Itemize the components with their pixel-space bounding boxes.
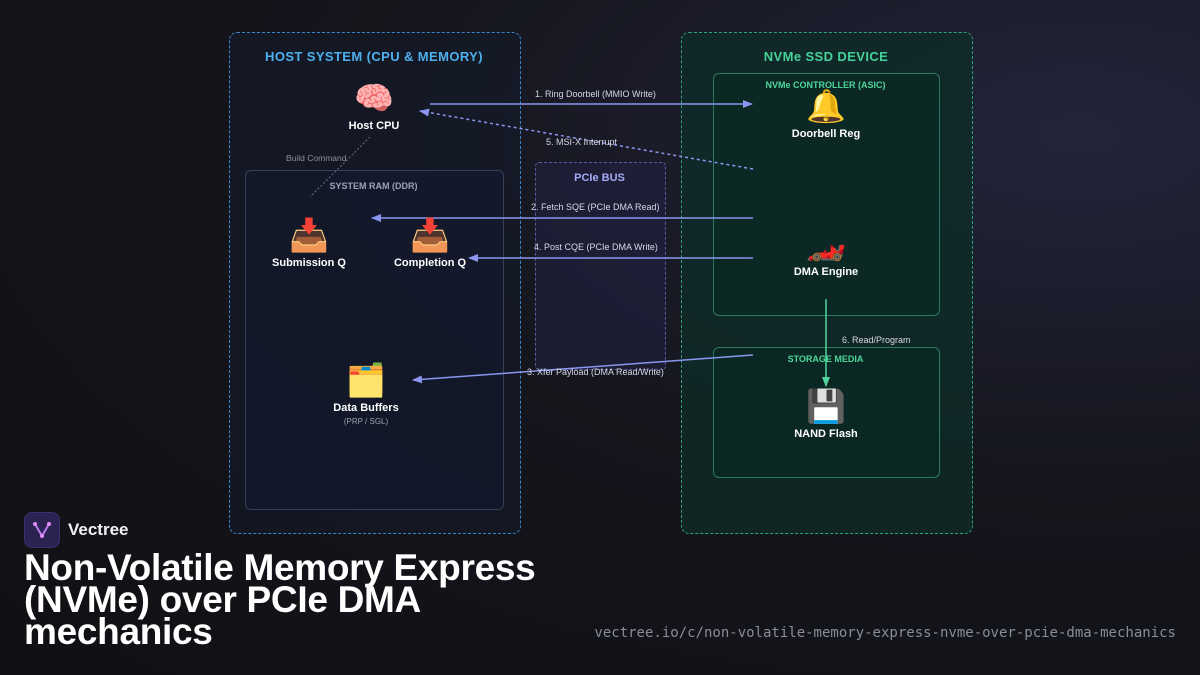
node-nand-flash: 💾 NAND Flash <box>761 388 891 440</box>
inbox-up-icon: 📥 <box>410 217 450 253</box>
brand: Vectree <box>24 512 129 548</box>
node-submission-queue: 📥 Submission Q <box>244 217 374 269</box>
edge-build-command <box>309 136 371 198</box>
pcie-bus-title: PCIe BUS <box>574 172 625 184</box>
bell-icon: 🔔 <box>806 88 846 124</box>
nand-flash-label: NAND Flash <box>794 428 858 440</box>
edge-label-ring-doorbell: 1. Ring Doorbell (MMIO Write) <box>535 89 656 99</box>
edge-label-read-program: 6. Read/Program <box>842 335 911 345</box>
floppy-disk-icon: 💾 <box>806 388 846 424</box>
page-title: Non-Volatile Memory Express (NVMe) over … <box>24 547 536 652</box>
vectree-logo-icon <box>24 512 60 548</box>
data-buffers-label: Data Buffers <box>333 402 399 414</box>
nvme-ssd-title: NVMe SSD DEVICE <box>763 49 889 64</box>
completion-q-label: Completion Q <box>393 257 467 269</box>
edge-label-fetch-sqe: 2. Fetch SQE (PCIe DMA Read) <box>531 202 660 212</box>
system-ram-box <box>245 170 504 510</box>
edge-label-post-cqe: 4. Post CQE (PCIe DMA Write) <box>534 242 658 252</box>
submission-q-label: Submission Q <box>272 257 346 269</box>
inbox-down-icon: 📥 <box>289 217 329 253</box>
node-completion-queue: 📥 Completion Q <box>365 217 495 269</box>
host-system-title: HOST SYSTEM (CPU & MEMORY) <box>265 49 483 64</box>
nvme-controller-title: NVMe CONTROLLER (ASIC) <box>765 80 886 90</box>
nvme-controller-box <box>713 73 940 316</box>
node-data-buffers: 🗂️ Data Buffers (PRP / SGL) <box>301 362 431 426</box>
edge-msix-interrupt <box>419 108 754 170</box>
pcie-bus-box <box>535 162 666 370</box>
node-dma-engine: 🏎️ DMA Engine <box>761 226 891 278</box>
race-car-icon: 🏎️ <box>806 226 846 262</box>
build-command-note: Build Command <box>286 153 347 163</box>
node-host-cpu: 🧠 Host CPU <box>309 80 439 132</box>
doorbell-reg-label: Doorbell Reg <box>791 128 861 140</box>
dma-engine-label: DMA Engine <box>793 266 859 278</box>
page-url[interactable]: vectree.io/c/non-volatile-memory-express… <box>594 625 1176 641</box>
folder-icon: 🗂️ <box>346 362 386 398</box>
host-cpu-label: Host CPU <box>348 120 400 132</box>
edge-xfer-payload <box>412 354 754 384</box>
node-doorbell-reg: 🔔 Doorbell Reg <box>761 88 891 140</box>
brain-icon: 🧠 <box>354 80 394 116</box>
brand-name: Vectree <box>68 520 129 539</box>
system-ram-title: SYSTEM RAM (DDR) <box>329 181 418 191</box>
edge-label-msix-interrupt: 5. MSI-X Interrupt <box>546 137 618 147</box>
edge-label-xfer-payload: 3. Xfer Payload (DMA Read/Write) <box>527 367 664 377</box>
data-buffers-sublabel: (PRP / SGL) <box>343 417 389 426</box>
